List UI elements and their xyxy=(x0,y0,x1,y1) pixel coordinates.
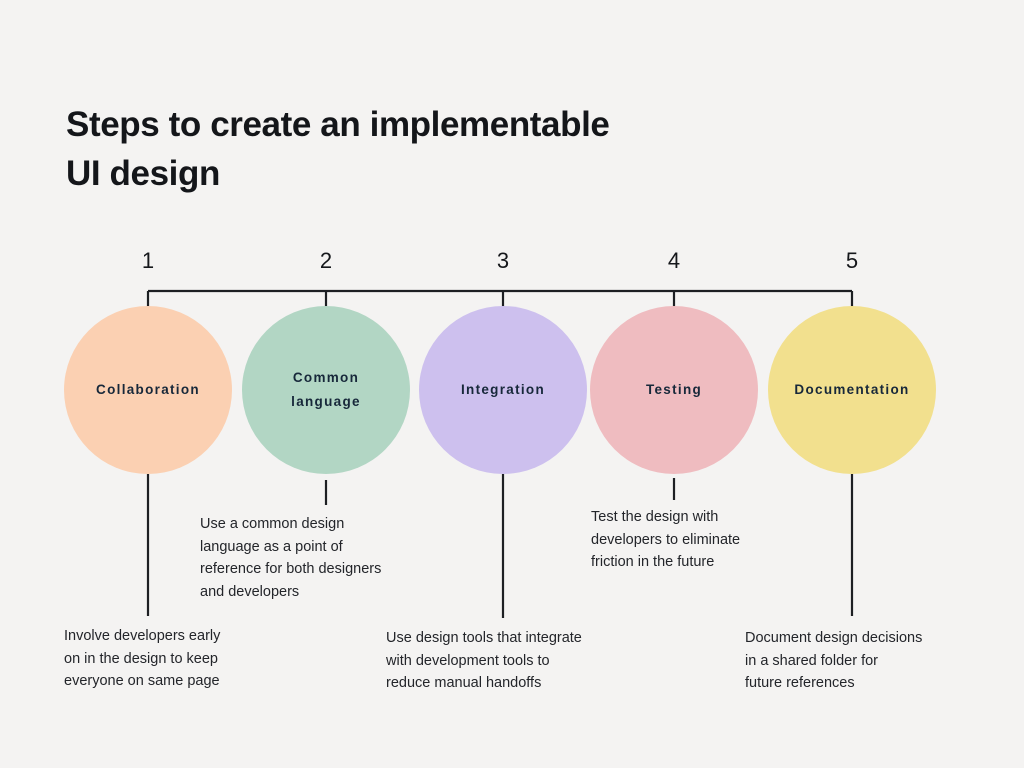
step-circle-collaboration[interactable]: Collaboration xyxy=(64,306,232,474)
step-circle-label-4: Testing xyxy=(645,382,703,397)
step-description-1: Involve developers early on in the desig… xyxy=(64,628,221,689)
step-number-4: 4 xyxy=(667,248,681,273)
step-description-5: Document design decisions in a shared fo… xyxy=(745,630,923,691)
step-circle-testing[interactable]: Testing xyxy=(590,306,758,474)
step-number-2: 2 xyxy=(319,248,333,273)
step-circle-documentation[interactable]: Documentation xyxy=(768,306,936,474)
step-circle-label-3: Integration xyxy=(460,382,546,397)
step-circle-label-1: Collaboration xyxy=(96,382,200,397)
step-number-5: 5 xyxy=(845,248,859,273)
step-number-1: 1 xyxy=(141,248,155,273)
step-description-2: Use a common design language as a point … xyxy=(200,516,382,600)
step-circle-label-2: Common language xyxy=(291,370,361,409)
step-circle-common-language[interactable]: Common language xyxy=(242,306,410,474)
step-number-3: 3 xyxy=(496,248,510,273)
step-circle-label-5: Documentation xyxy=(794,382,910,397)
step-circle-integration[interactable]: Integration xyxy=(419,306,587,474)
step-description-3: Use design tools that integrate with dev… xyxy=(386,630,582,691)
step-description-4: Test the design with developers to elimi… xyxy=(591,509,741,570)
page-title: Steps to create an implementable UI desi… xyxy=(66,105,610,193)
